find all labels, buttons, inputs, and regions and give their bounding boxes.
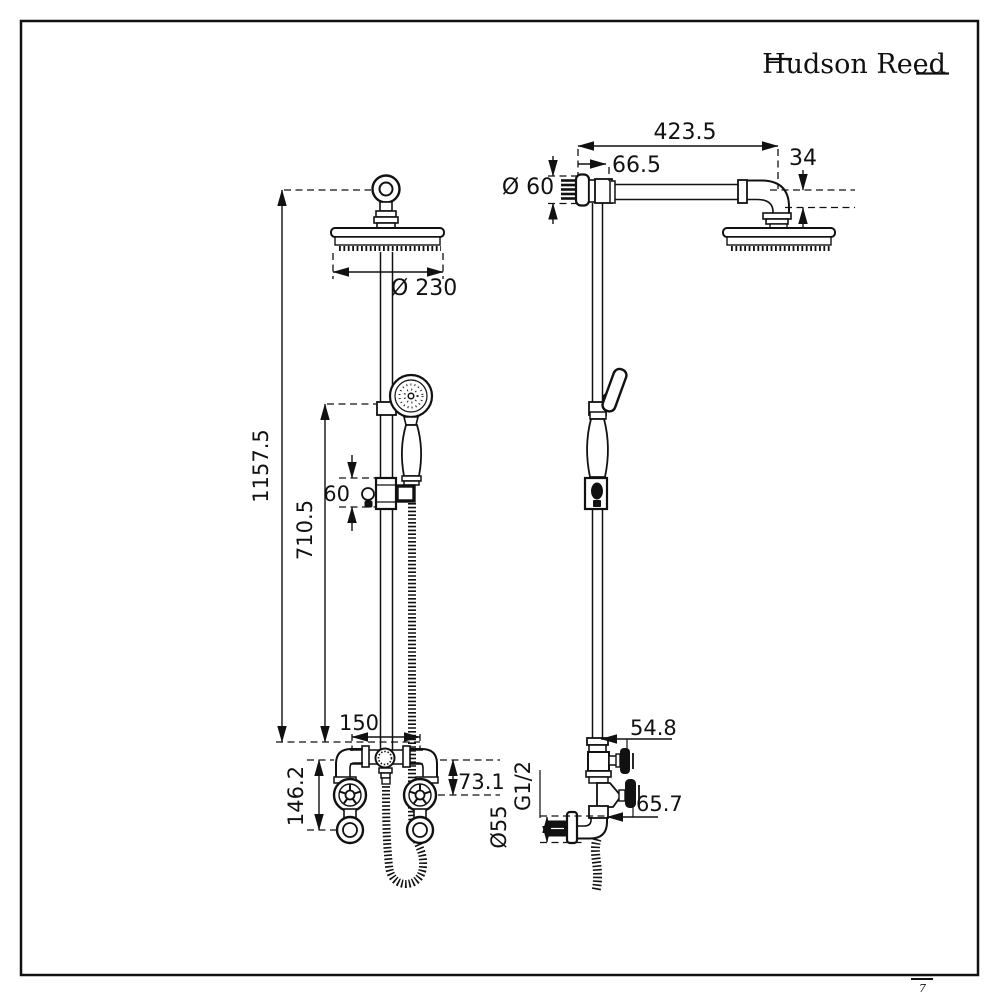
- brand-logo: Hudson Reed: [762, 49, 949, 80]
- shower-head-side: [722, 227, 836, 251]
- dim-slider-bracket: 60: [323, 482, 350, 506]
- hand-shower-side: [583, 367, 628, 511]
- shower-arm-side: [609, 179, 792, 230]
- dim-arm-length: 423.5: [654, 120, 717, 145]
- front-view-dimensions: 1157.5 710.5 60 Ø 230 150 146.2: [249, 189, 505, 831]
- dim-riser-height: 710.5: [293, 500, 317, 560]
- brand-name: Hudson Reed: [762, 49, 946, 80]
- dim-head-elbow-drop: 34: [789, 146, 817, 171]
- front-view: 1157.5 710.5 60 Ø 230 150 146.2: [249, 174, 505, 888]
- side-view-dimensions: 423.5 66.5 34 Ø 60 54.8 65.7: [487, 120, 855, 849]
- hook-ring: [371, 174, 401, 229]
- dim-union-drop: 146.2: [284, 766, 308, 826]
- dim-arm-wall-offset: 66.5: [612, 153, 661, 178]
- shower-head-front: [330, 227, 445, 251]
- inlet-flange-side: [565, 810, 579, 845]
- dim-top-handle-depth: 54.8: [630, 716, 677, 740]
- wall-union-left: [335, 815, 365, 845]
- valve-assembly-side: [546, 737, 640, 892]
- slider-bracket-front: [361, 476, 416, 511]
- valve-assembly-front: [332, 745, 439, 845]
- dim-lower-handle-depth: 65.7: [636, 792, 683, 816]
- dim-head-diameter: Ø 230: [391, 276, 457, 301]
- side-view: 423.5 66.5 34 Ø 60 54.8 65.7: [487, 120, 855, 892]
- wheel-handle-lower-side: [625, 779, 636, 808]
- shower-hose-side: [590, 837, 603, 892]
- hand-shower-front: [388, 373, 434, 486]
- dim-wall-flange-diameter: Ø 60: [502, 175, 554, 200]
- wheel-handle-left: [332, 777, 368, 813]
- drawing-frame: [19, 19, 980, 977]
- dim-inlet-thread: G1/2: [511, 761, 535, 811]
- wheel-handle-right: [402, 777, 438, 813]
- dim-overall-height: 1157.5: [249, 429, 273, 502]
- wall-union-right: [405, 815, 435, 845]
- wall-flange-side: [561, 173, 613, 207]
- wheel-handle-top-side: [620, 748, 630, 774]
- dim-inlet-flange-diameter: Ø55: [487, 805, 511, 848]
- page-number: 7: [919, 982, 926, 995]
- dim-handle-drop: 73.1: [458, 770, 505, 794]
- dim-union-spacing: 150: [339, 711, 379, 735]
- shower-hose-front: [382, 503, 428, 888]
- footer: 7: [911, 978, 933, 995]
